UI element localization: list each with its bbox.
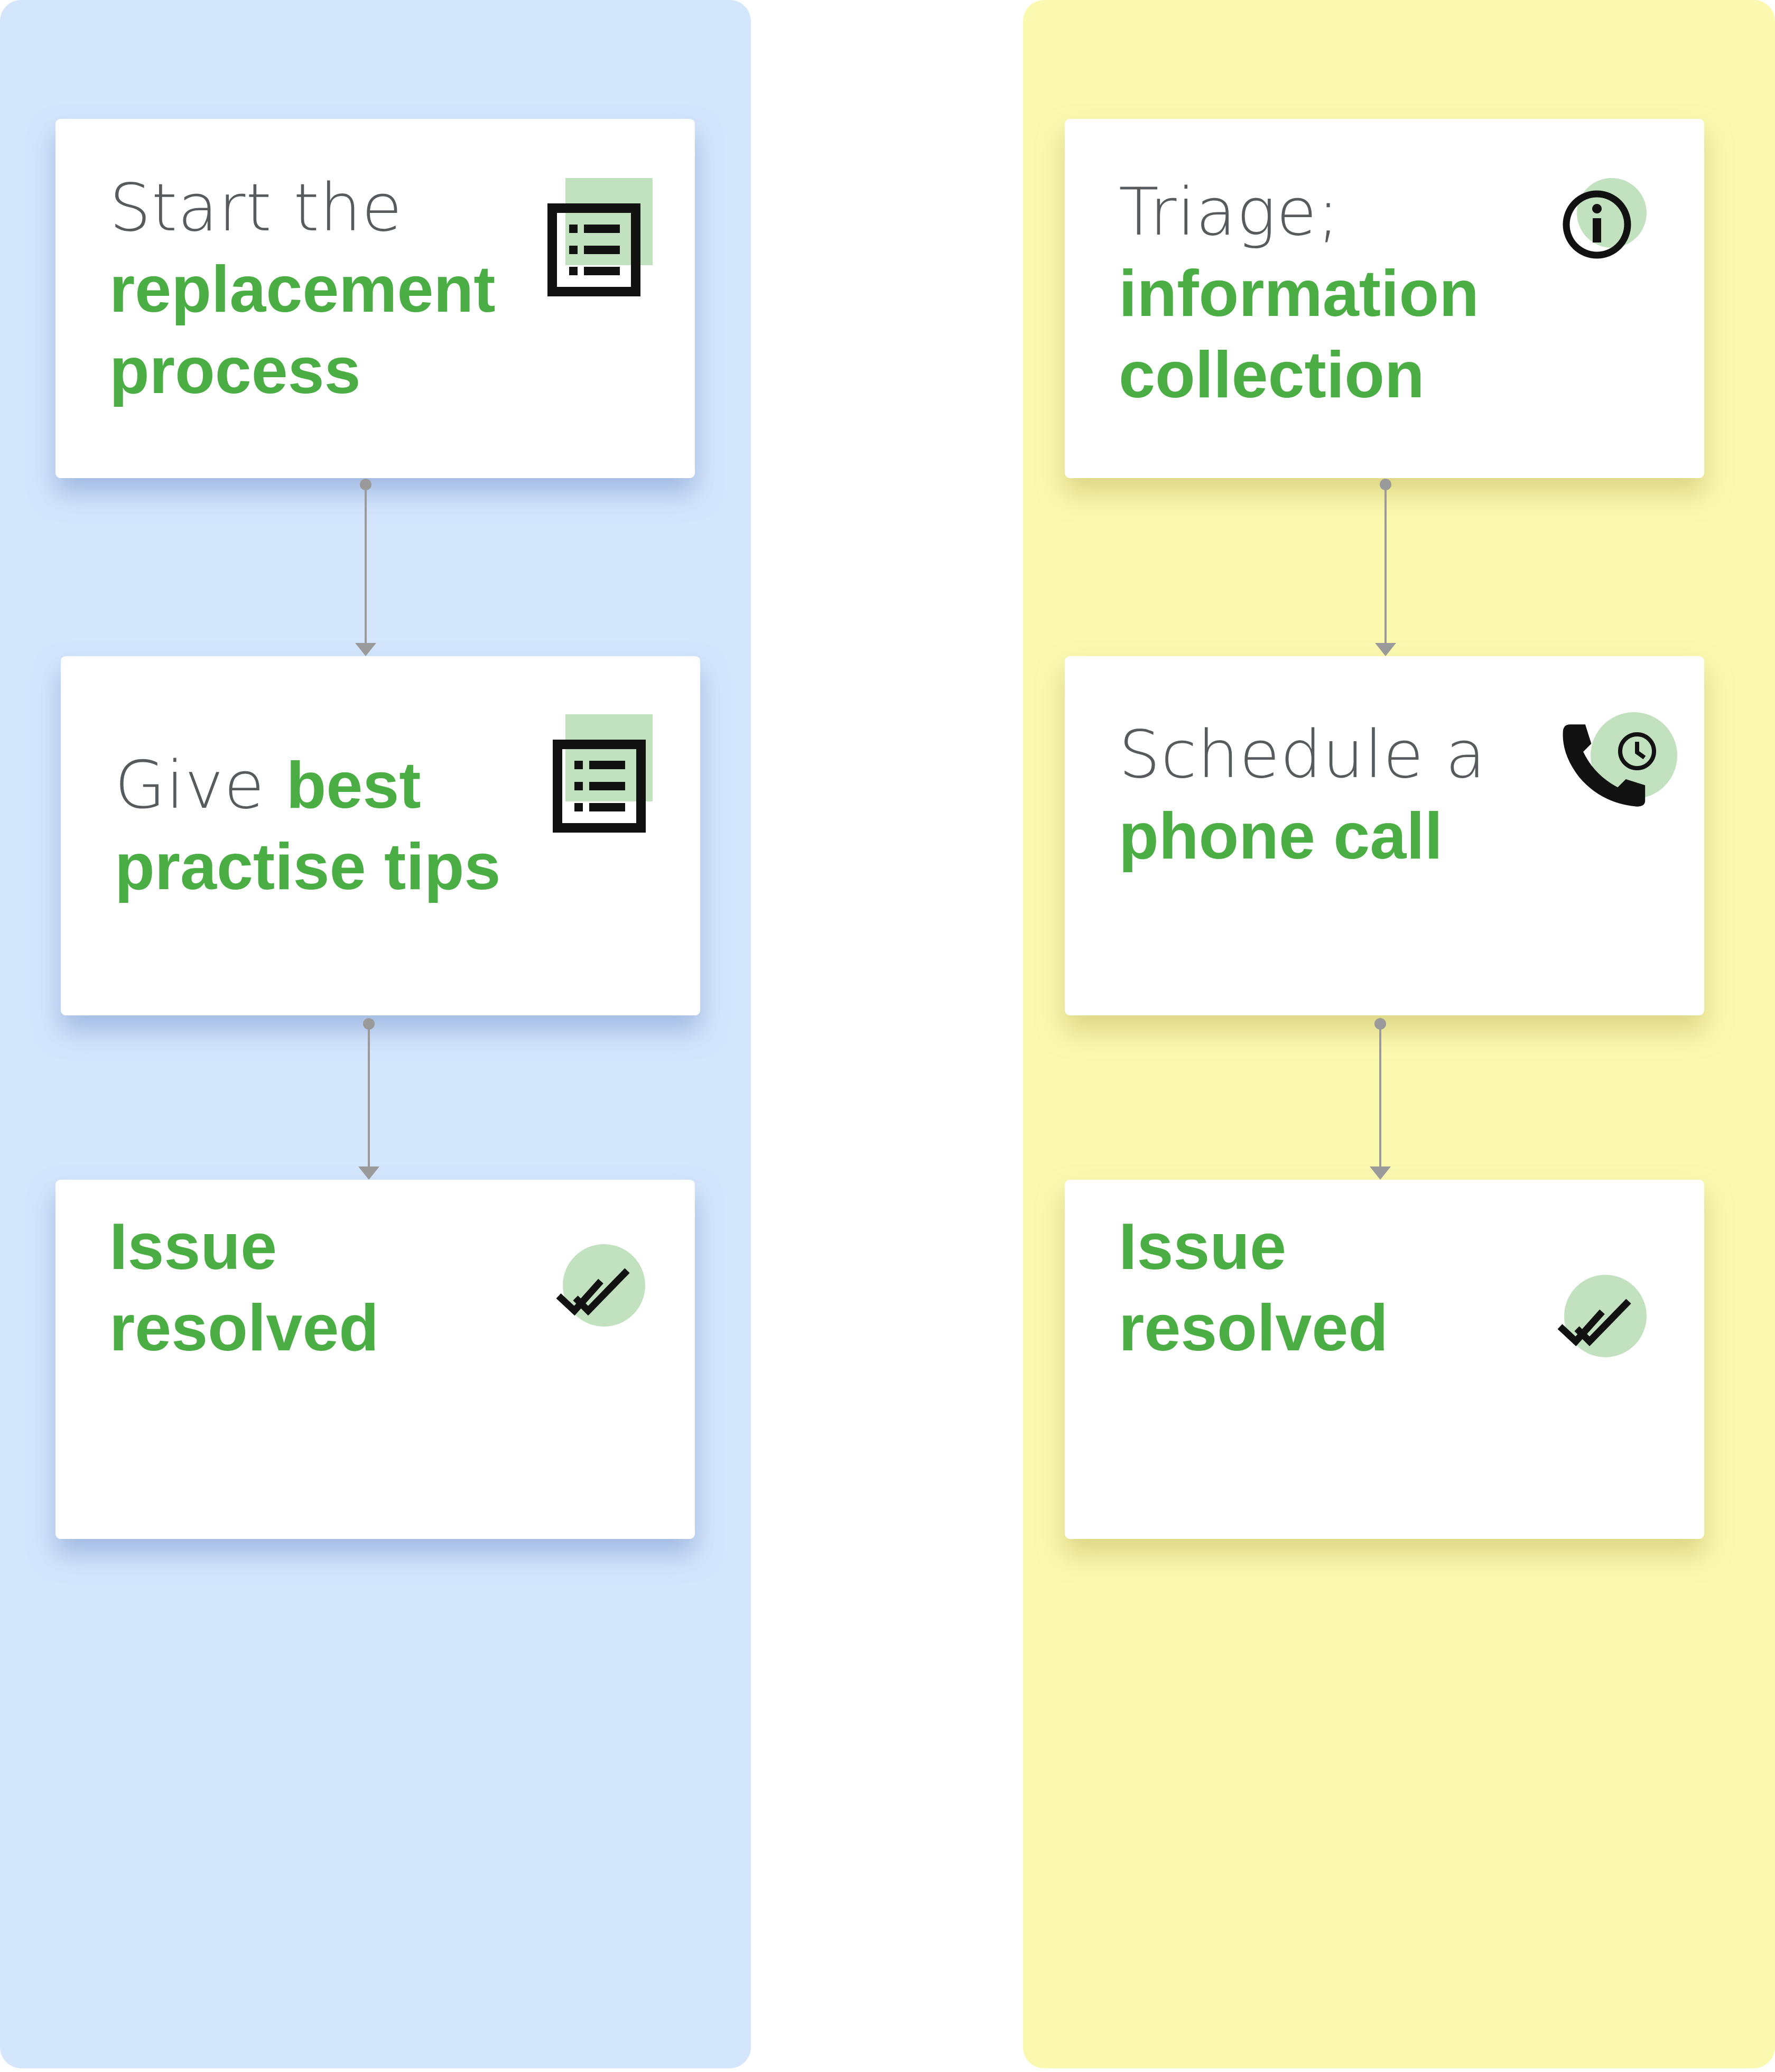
card-triage[interactable]: Triage; information collection	[1065, 119, 1704, 478]
info-icon	[1563, 178, 1647, 259]
card-title: Schedule a phone call	[1119, 714, 1531, 877]
card-title: Triage; information collection	[1119, 172, 1531, 416]
card-title: Issue resolved	[1119, 1206, 1531, 1369]
double-check-icon	[556, 1244, 645, 1327]
card-best-practise[interactable]: Give best practise tips	[61, 656, 700, 1015]
card-title-plain: Start the	[109, 170, 403, 246]
card-title-bold: information collection	[1119, 257, 1479, 412]
right-lane: Triage; information collection Schedule …	[1023, 0, 1775, 2068]
card-title-bold: phone call	[1119, 800, 1443, 873]
left-lane: Start the replacement process Give best …	[0, 0, 751, 2068]
card-title: Give best practise tips	[115, 745, 527, 908]
card-title-bold: Issue resolved	[1119, 1210, 1389, 1365]
card-title: Start the replacement process	[109, 167, 522, 412]
card-title-bold: best practise tips	[115, 749, 501, 903]
phone-clock-icon	[1563, 712, 1677, 807]
card-title-plain: Triage;	[1119, 174, 1340, 250]
checklist-icon	[547, 178, 653, 296]
card-title: Issue resolved	[109, 1206, 522, 1369]
card-title-plain: Give	[115, 748, 286, 824]
card-schedule-call[interactable]: Schedule a phone call	[1065, 656, 1704, 1015]
checklist-icon	[553, 714, 653, 833]
card-title-bold: Issue resolved	[109, 1210, 379, 1365]
double-check-icon	[1557, 1275, 1647, 1357]
card-title-plain: Schedule a	[1119, 717, 1486, 793]
card-issue-resolved-right[interactable]: Issue resolved	[1065, 1180, 1704, 1539]
card-start-replacement[interactable]: Start the replacement process	[55, 119, 695, 478]
card-title-bold: replacement process	[109, 253, 496, 407]
card-issue-resolved-left[interactable]: Issue resolved	[55, 1180, 695, 1539]
